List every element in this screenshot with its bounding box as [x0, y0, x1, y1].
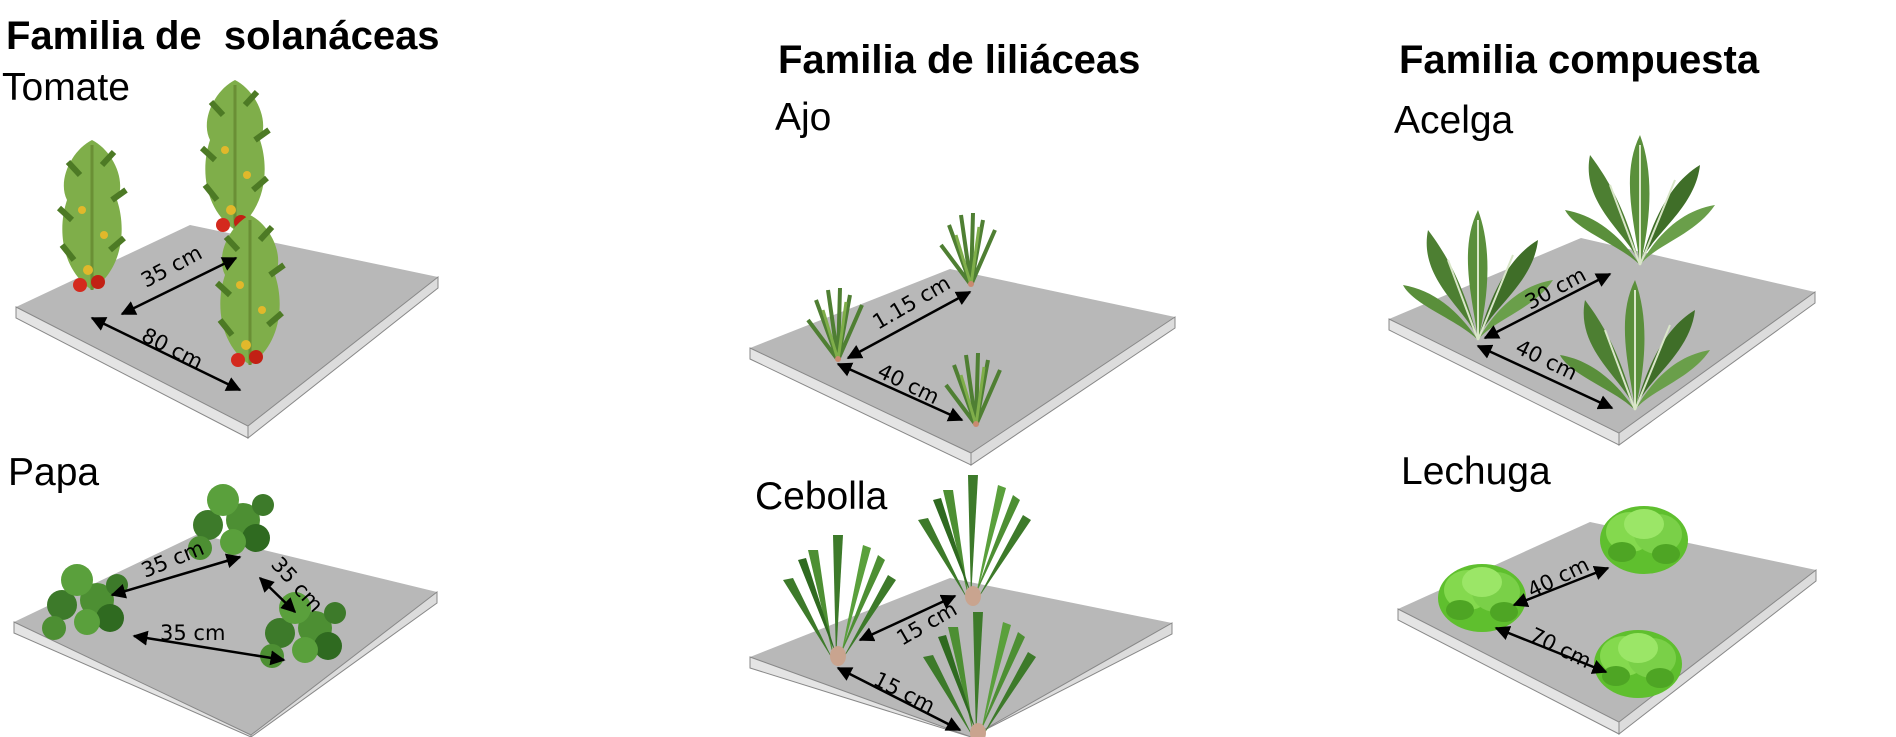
dimension-arrow: [90, 316, 242, 392]
plant-name-papa: Papa: [8, 451, 100, 494]
board-ajo: [749, 269, 1176, 466]
dimension-arrow: [858, 594, 957, 642]
lettuce-plant-icon: [1438, 564, 1526, 632]
dimension-arrow: [110, 553, 242, 599]
lettuce-plant-icon: [1600, 506, 1688, 574]
dimension-arrow: [120, 256, 238, 316]
plant-name-cebolla: Cebolla: [755, 475, 888, 518]
dimension-label: 35 cm: [160, 621, 225, 645]
family-title-solanaceas: Familia de solanáceas: [6, 14, 440, 58]
plant-name-acelga: Acelga: [1394, 99, 1514, 142]
dimension-arrow: [836, 362, 964, 422]
dimension-arrow: [1512, 565, 1610, 608]
dimension-arrow: [846, 290, 972, 360]
family-title-compuesta: Familia compuesta: [1399, 38, 1760, 82]
plant-name-ajo: Ajo: [775, 96, 832, 139]
dimension-arrow: [258, 576, 297, 614]
tomato-plant-icon: [202, 80, 269, 232]
dimension-arrow: [1494, 626, 1608, 674]
lettuce-plant-icon: [1594, 630, 1682, 698]
dimension-arrow: [132, 630, 286, 666]
family-title-liliaceas: Familia de liliáceas: [778, 38, 1141, 82]
plant-name-lechuga: Lechuga: [1401, 450, 1551, 493]
dimension-arrow: [1476, 344, 1614, 410]
dimension-arrow: [1483, 272, 1612, 340]
plant-name-tomate: Tomate: [2, 66, 130, 109]
dimension-arrow: [836, 666, 962, 732]
